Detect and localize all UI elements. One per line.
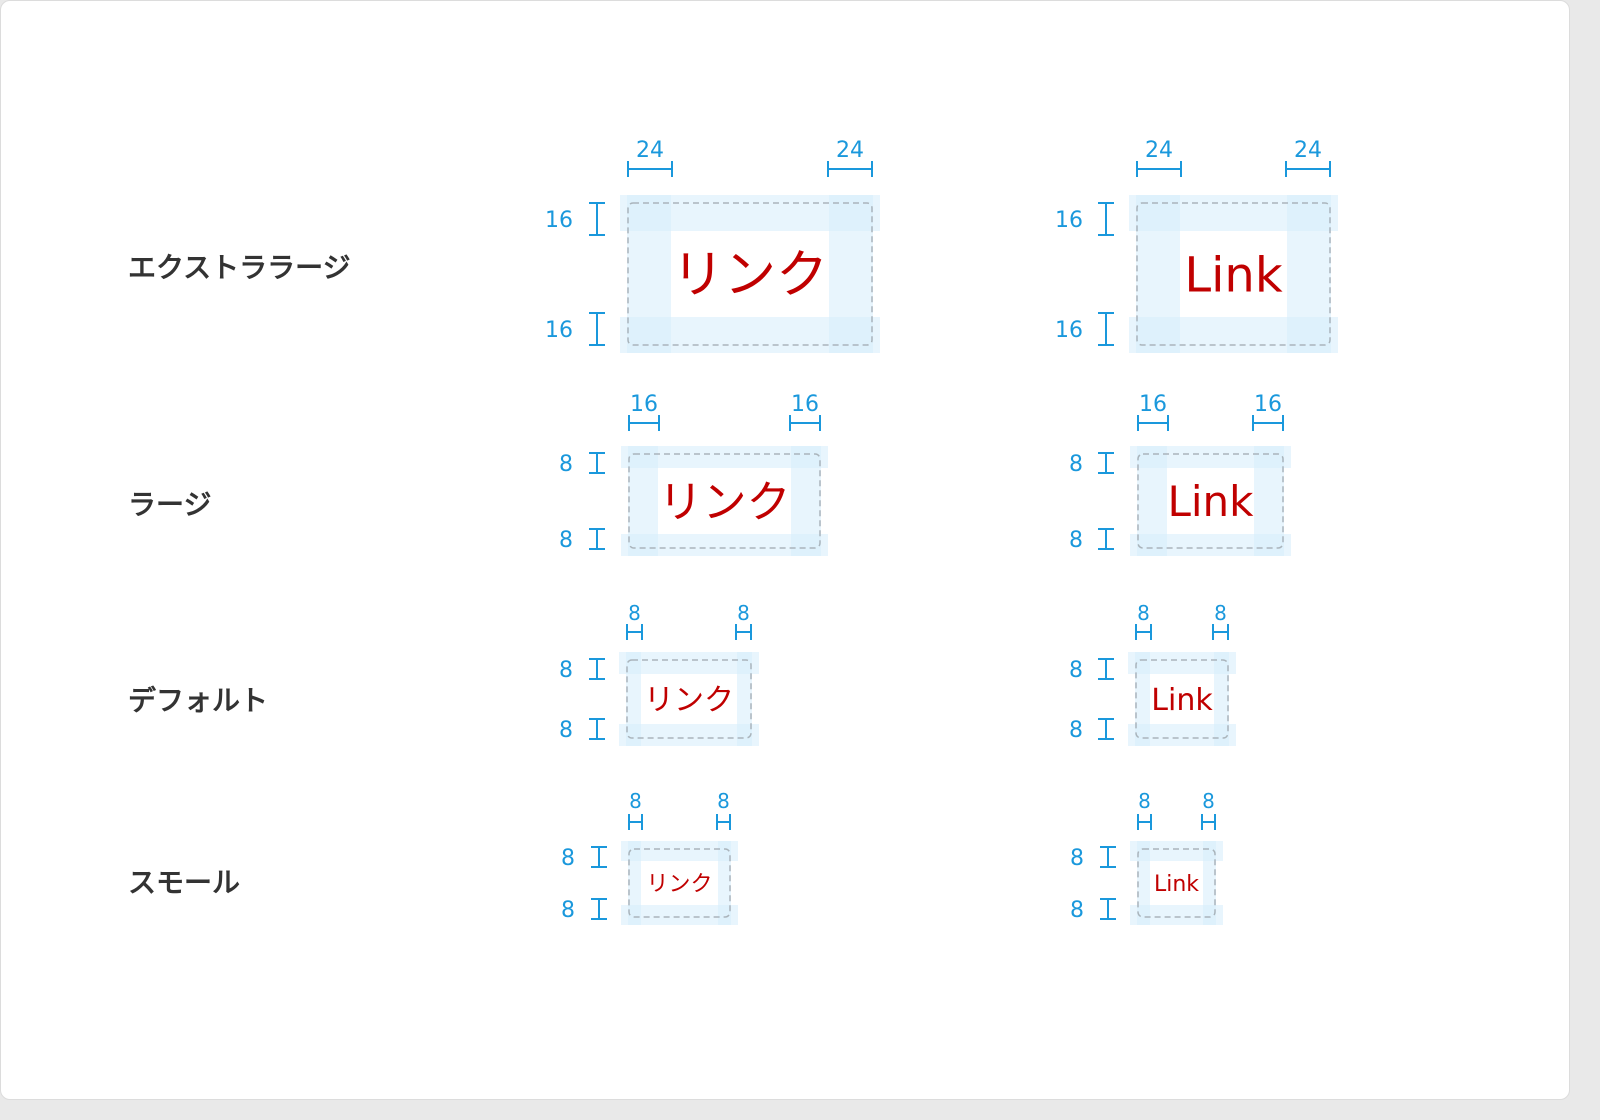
- top-padding-band: [621, 841, 738, 861]
- left-padding-value: 24: [636, 138, 664, 163]
- bottom-padding-band: [621, 905, 738, 925]
- left-padding-value: 8: [1137, 601, 1150, 625]
- left-padding-band: [627, 195, 671, 353]
- left-padding-value: 8: [629, 789, 642, 813]
- top-padding-value: 16: [545, 208, 573, 233]
- right-padding-band: [791, 446, 821, 556]
- right-padding-band: [1254, 446, 1284, 556]
- top-padding-band: [1130, 446, 1291, 468]
- right-padding-band: [737, 652, 752, 746]
- bottom-padding-value: 16: [1055, 318, 1083, 343]
- left-padding-value: 8: [628, 601, 641, 625]
- left-padding-value: 16: [1139, 392, 1167, 417]
- link-text: リンク: [659, 477, 791, 528]
- top-padding-value: 8: [1069, 658, 1083, 683]
- bottom-padding-value: 8: [1070, 898, 1084, 923]
- right-padding-band: [1214, 652, 1229, 746]
- link-text: リンク: [644, 683, 734, 718]
- right-padding-value: 8: [1202, 789, 1215, 813]
- left-padding-band: [628, 446, 658, 556]
- top-padding-value: 8: [559, 452, 573, 477]
- left-padding-value: 16: [630, 392, 658, 417]
- top-padding-value: 16: [1055, 208, 1083, 233]
- right-padding-value: 8: [717, 789, 730, 813]
- bottom-padding-value: 8: [559, 528, 573, 553]
- top-padding-band: [1130, 841, 1223, 861]
- right-padding-value: 16: [1254, 392, 1282, 417]
- bottom-padding-value: 8: [559, 718, 573, 743]
- bottom-padding-band: [1130, 534, 1291, 556]
- top-padding-band: [621, 446, 828, 468]
- right-padding-value: 24: [836, 138, 864, 163]
- bottom-padding-value: 8: [561, 898, 575, 923]
- link-text: リンク: [646, 872, 712, 897]
- right-padding-band: [1203, 841, 1216, 925]
- left-padding-value: 8: [1138, 789, 1151, 813]
- left-padding-value: 24: [1145, 138, 1173, 163]
- link-outline: [626, 659, 752, 739]
- bottom-padding-value: 16: [545, 318, 573, 343]
- right-padding-value: 24: [1294, 138, 1322, 163]
- top-padding-band: [619, 652, 759, 674]
- size-label-extra-large: エクストララージ: [128, 251, 351, 284]
- link-text: Link: [1184, 247, 1283, 303]
- link-outline: [628, 848, 731, 918]
- link-text: Link: [1154, 872, 1199, 897]
- top-padding-band: [1128, 652, 1236, 674]
- size-label-large: ラージ: [128, 488, 212, 521]
- right-padding-band: [718, 841, 731, 925]
- right-padding-band: [829, 195, 873, 353]
- right-padding-value: 16: [791, 392, 819, 417]
- link-text: Link: [1167, 477, 1254, 526]
- left-padding-band: [1137, 841, 1150, 925]
- link-outline: [1136, 202, 1331, 346]
- top-padding-value: 8: [1070, 846, 1084, 871]
- link-outline: [1137, 453, 1284, 549]
- right-padding-value: 8: [1214, 601, 1227, 625]
- size-label-default: デフォルト: [128, 684, 269, 717]
- link-text: リンク: [672, 246, 828, 306]
- left-padding-band: [628, 841, 641, 925]
- left-padding-band: [1135, 652, 1150, 746]
- link-outline: [628, 453, 821, 549]
- link-outline: [1137, 848, 1216, 918]
- left-padding-band: [1137, 446, 1167, 556]
- right-padding-band: [1287, 195, 1331, 353]
- link-text: Link: [1151, 683, 1213, 718]
- bottom-padding-band: [619, 724, 759, 746]
- top-padding-value: 8: [1069, 452, 1083, 477]
- size-label-small: スモール: [128, 866, 241, 899]
- top-padding-value: 8: [559, 658, 573, 683]
- top-padding-value: 8: [561, 846, 575, 871]
- bottom-padding-band: [621, 534, 828, 556]
- bottom-padding-band: [1128, 724, 1236, 746]
- link-outline: [1135, 659, 1229, 739]
- bottom-padding-band: [1130, 905, 1223, 925]
- left-padding-band: [1136, 195, 1180, 353]
- bottom-padding-value: 8: [1069, 528, 1083, 553]
- right-padding-value: 8: [737, 601, 750, 625]
- bottom-padding-value: 8: [1069, 718, 1083, 743]
- left-padding-band: [626, 652, 641, 746]
